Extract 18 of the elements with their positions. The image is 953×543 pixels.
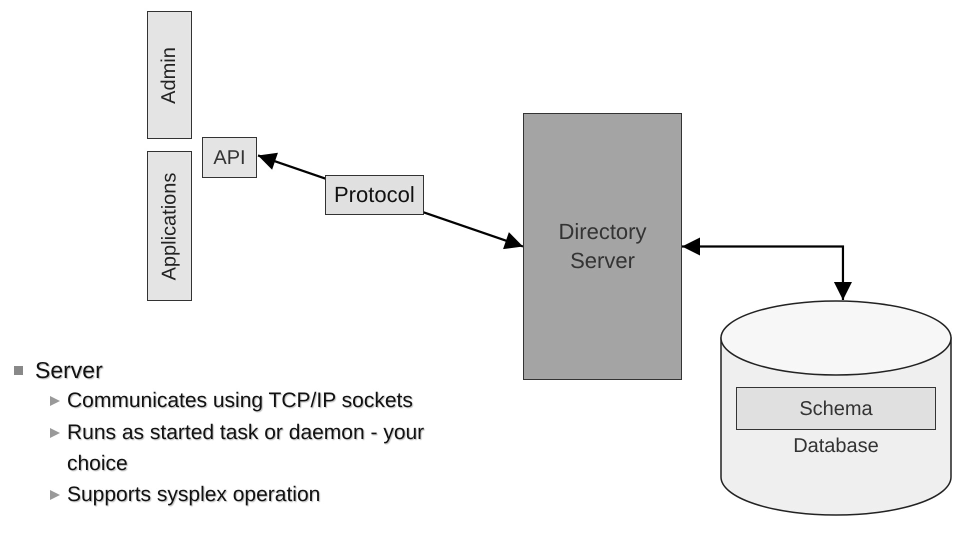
bullet-text: Server (35, 356, 104, 385)
label-box (147, 11, 192, 139)
label-box (736, 387, 936, 430)
edge-label: Protocol (325, 175, 424, 215)
node-text: Admin (158, 46, 181, 104)
double-arrow (682, 238, 852, 300)
bullet-text: Supports sysplex operation (67, 482, 322, 508)
database-cylinder (720, 300, 952, 515)
server-box (523, 113, 682, 380)
node-text: Applications (158, 172, 181, 280)
bullet-text: Runs as started task or daemon - your choice (67, 420, 426, 477)
node-text: Database (792, 435, 880, 458)
node-text: Schema (799, 396, 873, 422)
bullet-text: Communicates using TCP/IP sockets (67, 388, 414, 414)
node-text: Directory Server (557, 218, 648, 274)
label-box (202, 137, 257, 178)
label-box (147, 151, 192, 301)
node-text: API (213, 146, 246, 170)
